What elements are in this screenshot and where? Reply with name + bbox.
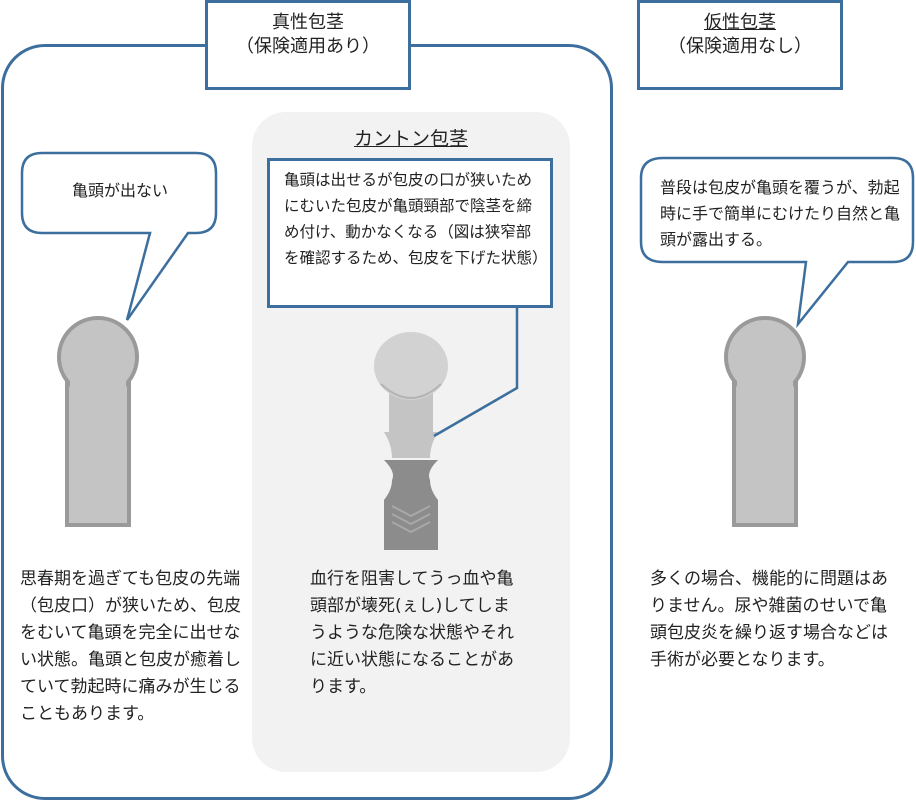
pseudo-phimosis-title-box: 仮性包茎 （保険適用なし） xyxy=(637,0,843,90)
pseudo-phimosis-subtitle: （保険適用なし） xyxy=(668,36,812,57)
true-phimosis-illustration xyxy=(57,316,139,527)
true-phimosis-speech-bubble xyxy=(20,151,218,321)
true-phimosis-bubble-text: 亀頭が出ない xyxy=(71,181,168,200)
true-phimosis-description: 思春期を過ぎても包皮の先端（包皮口）が狭いため、包皮をむいて亀頭を完全に出せない… xyxy=(20,569,241,724)
pseudo-phimosis-bubble-text: 普段は包皮が亀頭を覆うが、勃起時に手で簡単にむけたり自然と亀頭が露出する。 xyxy=(660,178,901,249)
true-phimosis-title: 真性包茎 xyxy=(272,12,344,33)
true-phimosis-subtitle: （保険適用あり） xyxy=(236,36,380,57)
pseudo-phimosis-description: 多くの場合、機能的に問題はありません。尿や雑菌のせいで亀頭包皮炎を繰り返す場合な… xyxy=(650,569,888,670)
pseudo-phimosis-speech-bubble xyxy=(639,156,915,329)
canton-callout-line xyxy=(433,308,519,438)
pseudo-phimosis-illustration xyxy=(724,316,806,527)
canton-phimosis-illustration xyxy=(374,332,448,550)
pseudo-phimosis-title: 仮性包茎 xyxy=(704,12,776,33)
true-phimosis-title-box: 真性包茎 （保険適用あり） xyxy=(205,0,411,90)
canton-phimosis-description: 血行を阻害してうっ血や亀頭部が壊死(ぇし)してしまうような危険な状態やそれに近い… xyxy=(310,569,514,697)
canton-phimosis-note: 亀頭は出せるが包皮の口が狭いためにむいた包皮が亀頭頸部で陰茎を締め付け、動かなく… xyxy=(267,158,553,308)
canton-phimosis-title: カントン包茎 xyxy=(353,128,468,150)
